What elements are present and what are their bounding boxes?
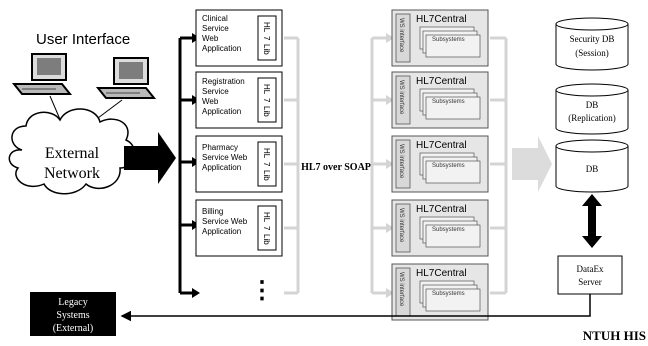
ws-interface-label: WS interface (398, 208, 404, 243)
web-app-label: Web (202, 34, 219, 43)
main-db-label: DB (586, 164, 599, 174)
ws-interface-bar (395, 139, 411, 189)
network-arrow (124, 132, 176, 184)
web-app-label: Web (202, 97, 219, 106)
computer-icon (95, 57, 157, 99)
dataex-server-box (557, 255, 623, 295)
main-db-cylinder (555, 139, 629, 193)
footer-label: NTUH HIS (583, 328, 646, 343)
replication-db-label: DB (586, 100, 599, 110)
subsystem-stack (425, 96, 481, 120)
web-app-box (195, 9, 283, 67)
svg-text:HL: HL (262, 212, 271, 223)
web-app-label: Service (202, 87, 229, 96)
security-db-label: Security DB (570, 34, 615, 44)
legacy-systems-box (30, 292, 116, 336)
web-app-label: Clinical (202, 14, 228, 23)
dataex-sublabel: Server (578, 277, 602, 287)
db-arrow (512, 136, 552, 192)
hl7central-title: HL7Central (416, 204, 467, 215)
svg-text:7: 7 (262, 226, 271, 231)
web-app-box (195, 199, 283, 257)
svg-text:HL: HL (262, 148, 271, 159)
svg-text:Lib: Lib (262, 44, 271, 55)
svg-text:7: 7 (262, 162, 271, 167)
ws-interface-bar (395, 75, 411, 125)
gray-connectors (284, 36, 388, 295)
web-app-label: Service (202, 24, 229, 33)
subsystem-stack (425, 288, 481, 312)
gray-arrowheads (386, 33, 394, 298)
hl7-lib-label: HL 7 Lib (262, 22, 271, 55)
hl7central-title: HL7Central (416, 14, 467, 25)
web-app-label: Pharmacy (202, 143, 238, 152)
transport-label: HL7 over SOAP (301, 162, 371, 173)
legacy-label: (External) (53, 323, 94, 334)
more-indicator: ⋮ (250, 277, 274, 304)
subsystem-stack (425, 34, 481, 58)
ws-interface-bar (395, 13, 411, 63)
ws-interface-label: WS interface (398, 80, 404, 115)
hl7central-title: HL7Central (416, 76, 467, 87)
web-app-label: Service Web (202, 217, 248, 226)
web-app-box (195, 71, 283, 129)
web-app-label: Application (202, 44, 241, 53)
svg-text:7: 7 (262, 36, 271, 41)
db-dataex-double-arrow (582, 194, 602, 248)
legacy-connector (120, 294, 591, 322)
ws-interface-label: WS interface (398, 18, 404, 53)
svg-text:Lib: Lib (262, 234, 271, 245)
svg-text:Lib: Lib (262, 170, 271, 181)
subsystems-label: Subsystems (432, 227, 465, 233)
subsystems-label: Subsystems (432, 291, 465, 297)
user-interface-title: User Interface (36, 31, 130, 48)
web-app-label: Service Web (202, 153, 248, 162)
web-app-label: Application (202, 163, 241, 172)
hl7-lib-label: HL 7 Lib (262, 212, 271, 245)
replication-db-cylinder (555, 83, 629, 135)
distribution-bus (178, 36, 192, 295)
subsystems-label: Subsystems (432, 163, 465, 169)
svg-text:HL: HL (262, 22, 271, 33)
web-app-label: Application (202, 227, 241, 236)
computer-icon (11, 53, 73, 95)
security-db-cylinder (555, 17, 629, 71)
subsystems-label: Subsystems (432, 37, 465, 43)
gray-connectors-db (490, 36, 508, 295)
ws-interface-label: WS interface (398, 144, 404, 179)
dataex-label: DataEx (577, 264, 604, 274)
hl7-lib-label: HL 7 Lib (262, 84, 271, 117)
subsystems-label: Subsystems (432, 99, 465, 105)
subsystem-stack (425, 160, 481, 184)
web-app-box (195, 135, 283, 193)
security-db-sublabel: (Session) (575, 48, 609, 58)
hl7-lib-label: HL 7 Lib (262, 148, 271, 181)
legacy-label: Legacy (58, 297, 87, 308)
ws-interface-label: WS interface (398, 272, 404, 307)
network-label-line2: Network (44, 165, 100, 182)
replication-db-sublabel: (Replication) (568, 113, 615, 123)
subsystem-stack (425, 224, 481, 248)
web-app-label: Billing (202, 207, 223, 216)
ws-interface-bar (395, 203, 411, 253)
hl7central-title: HL7Central (416, 140, 467, 151)
web-app-label: Application (202, 107, 241, 116)
svg-text:7: 7 (262, 98, 271, 103)
svg-text:Lib: Lib (262, 106, 271, 117)
legacy-label: Systems (56, 310, 89, 321)
svg-text:HL: HL (262, 84, 271, 95)
network-label-line1: External (45, 145, 100, 162)
web-app-label: Registration (202, 77, 245, 86)
hl7central-title: HL7Central (416, 268, 467, 279)
